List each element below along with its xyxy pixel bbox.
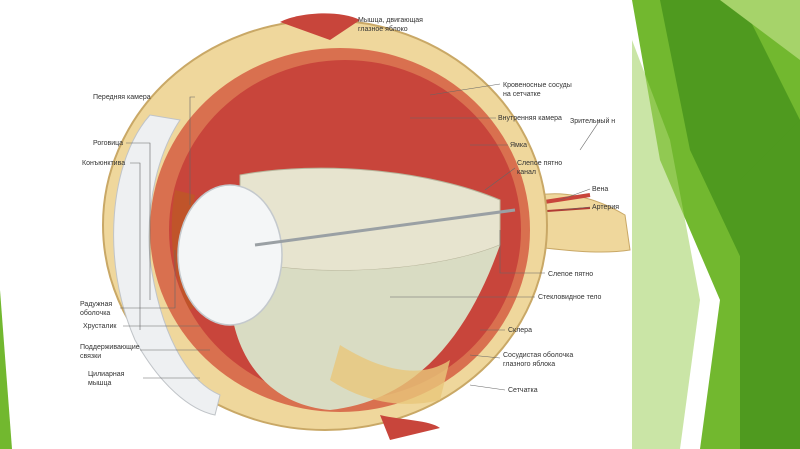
label-optic-nerve: Зрительный н bbox=[570, 117, 615, 125]
label-artery: Артерия bbox=[592, 204, 619, 211]
label-optic-disc: Слепое пятно bbox=[548, 271, 593, 278]
eyeball bbox=[102, 13, 631, 440]
label-vitreous-body: Стекловидное тело bbox=[538, 294, 602, 301]
label-vein: Вена bbox=[592, 186, 608, 193]
label-fovea: Ямка bbox=[510, 142, 527, 149]
label-canal-1: Слепое пятно bbox=[517, 160, 562, 167]
label-iris-1: Радужная bbox=[80, 301, 112, 308]
label-cornea: Роговица bbox=[93, 140, 123, 147]
label-retina: Сетчатка bbox=[508, 387, 538, 394]
label-vessels-2: на сетчатке bbox=[503, 91, 541, 98]
label-iris-2: оболочка bbox=[80, 309, 110, 317]
label-zonule-2: связки bbox=[80, 353, 101, 360]
label-choroid-2: глазного яблока bbox=[503, 360, 555, 368]
label-sclera: Склера bbox=[508, 327, 532, 334]
label-muscle-1: Мышца, двигающая bbox=[358, 17, 423, 24]
labels: Мышца, двигающая глазное яблоко Кровенос… bbox=[80, 17, 619, 394]
label-vessels-1: Кровеносные сосуды bbox=[503, 82, 572, 89]
green-left-edge bbox=[0, 290, 12, 449]
label-ciliary-2: мышца bbox=[88, 380, 111, 387]
green-decoration bbox=[632, 0, 800, 449]
label-zonule-1: Поддерживающие bbox=[80, 344, 140, 351]
label-canal-2: канал bbox=[517, 169, 536, 176]
label-inner-chamber: Внутренняя камера bbox=[498, 115, 562, 122]
label-muscle-2: глазное яблоко bbox=[358, 25, 408, 33]
label-choroid-1: Сосудистая оболочка bbox=[503, 351, 573, 359]
label-conjunctiva: Конъюнктива bbox=[82, 160, 125, 167]
label-lens: Хрусталик bbox=[83, 323, 117, 330]
label-ciliary-1: Цилиарная bbox=[88, 371, 125, 378]
leader-lines bbox=[120, 83, 601, 391]
label-anterior-chamber: Передняя камера bbox=[93, 94, 151, 101]
